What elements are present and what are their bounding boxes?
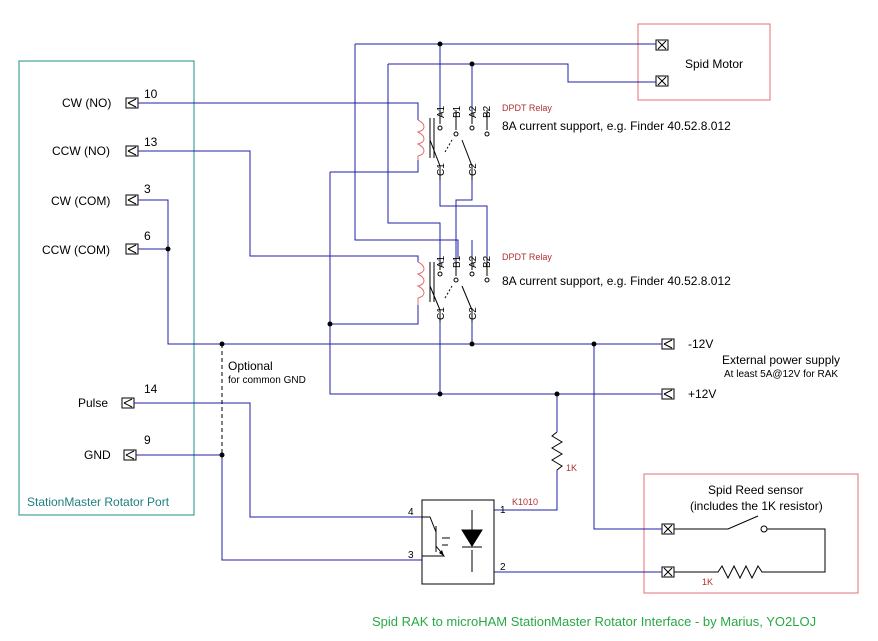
- pin-label-ccw-com: CCW (COM): [42, 243, 110, 257]
- pin-num-14: 14: [144, 382, 158, 396]
- resistor-1k-label: 1K: [566, 463, 577, 473]
- pin-label-ccw-no: CCW (NO): [52, 144, 110, 158]
- opto-name: K1010: [512, 497, 538, 507]
- power-neg-label: -12V: [688, 337, 713, 351]
- pin-label-cw-no: CW (NO): [62, 96, 111, 110]
- relay-1-pin-b1: B1: [452, 105, 463, 118]
- relay-2-pin-b1: B1: [452, 255, 463, 268]
- pin-num-6: 6: [144, 229, 151, 243]
- relay-1-pin-c2: C2: [468, 163, 479, 176]
- reed-title: Spid Reed sensor: [708, 483, 803, 497]
- reed-sensor: 1K: [674, 515, 826, 587]
- pin-num-13: 13: [144, 135, 158, 149]
- relay-2-pin-c2: C2: [468, 307, 479, 320]
- relay-1-pin-a2: A2: [468, 105, 479, 118]
- relay-1-pin-b2: B2: [482, 105, 493, 118]
- opto-pin-4: 4: [408, 507, 414, 518]
- relay-1-note: 8A current support, e.g. Finder 40.52.8.…: [502, 119, 731, 133]
- reed-resistor-label: 1K: [702, 577, 713, 587]
- pin-label-pulse: Pulse: [78, 396, 108, 410]
- optional-title: Optional: [228, 359, 273, 373]
- pin-num-3: 3: [144, 182, 151, 196]
- relay-2-pin-c1: C1: [436, 307, 447, 320]
- resistor-1k: [551, 431, 563, 471]
- relay-2-pin-a1: A1: [436, 255, 447, 268]
- optocoupler: K1010 1 2 3 4: [408, 497, 538, 585]
- port-box-title: StationMaster Rotator Port: [27, 495, 170, 509]
- optional-subtitle: for common GND: [228, 375, 306, 386]
- motor-title: Spid Motor: [685, 57, 743, 71]
- reed-box: [643, 473, 859, 594]
- port-box: [18, 60, 195, 516]
- relay-2-note: 8A current support, e.g. Finder 40.52.8.…: [502, 274, 731, 288]
- relay-1-pin-a1: A1: [436, 105, 447, 118]
- power-pos-label: +12V: [688, 387, 716, 401]
- relay-1-type: DPDT Relay: [502, 103, 552, 113]
- relay-2: DPDT Relay 8A current support, e.g. Find…: [416, 252, 731, 322]
- pin-label-cw-com: CW (COM): [51, 194, 110, 208]
- opto-pin-3: 3: [408, 550, 414, 561]
- wiring: [134, 43, 662, 573]
- pin-num-9: 9: [144, 433, 151, 447]
- relay-2-pin-a2: A2: [468, 255, 479, 268]
- relay-2-type: DPDT Relay: [502, 252, 552, 262]
- opto-pin-1: 1: [500, 505, 506, 516]
- footer-caption: Spid RAK to microHAM StationMaster Rotat…: [372, 614, 816, 629]
- motor-box: [637, 23, 771, 101]
- junction-dots: [165, 41, 597, 458]
- pin-label-gnd: GND: [84, 448, 111, 462]
- power-subtitle: At least 5A@12V for RAK: [724, 369, 838, 380]
- relay-1: DPDT Relay 8A current support, e.g. Find…: [416, 103, 731, 180]
- power-title: External power supply: [722, 353, 840, 367]
- pin-num-10: 10: [144, 87, 158, 101]
- reed-subtitle: (includes the 1K resistor): [690, 499, 823, 513]
- opto-pin-2: 2: [500, 562, 506, 573]
- relay-2-pin-b2: B2: [482, 255, 493, 268]
- relay-1-pin-c1: C1: [436, 163, 447, 176]
